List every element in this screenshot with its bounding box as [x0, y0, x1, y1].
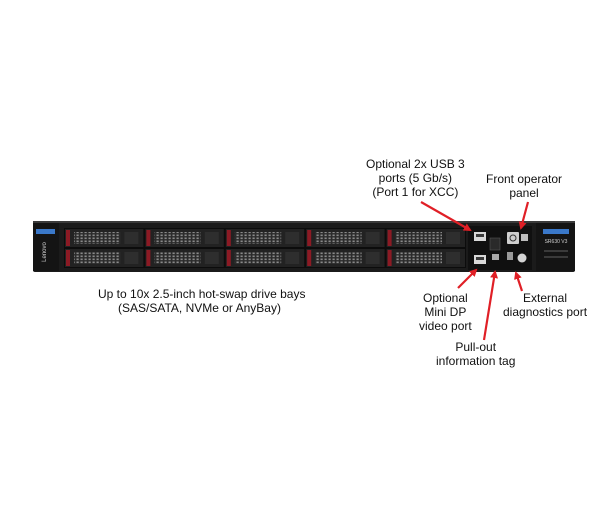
label-tag-line-2: information tag	[436, 354, 516, 368]
drive-bay-9	[386, 229, 465, 247]
label-information-tag: Pull-out information tag	[436, 340, 515, 368]
arrow-info-tag	[482, 270, 498, 341]
diagnostics-port	[507, 252, 513, 260]
drive-bay-latch	[307, 250, 312, 266]
model-badge: SR630 V3	[545, 239, 568, 245]
right-rack-ear: SR630 V3	[536, 223, 575, 271]
brand-logo: Lenovo	[42, 241, 48, 261]
drive-bay-6	[225, 249, 305, 267]
left-ear-blue-tab	[36, 229, 55, 234]
drive-bay-8	[306, 249, 385, 267]
drive-bay-latch	[146, 230, 151, 246]
id-button-icon	[521, 234, 528, 241]
front-io-panel	[468, 226, 532, 270]
label-dp-line-1: Optional	[423, 291, 468, 305]
drive-bay-vent	[234, 232, 282, 244]
drive-bay-latch	[387, 250, 392, 266]
drive-bay-5	[225, 229, 305, 247]
label-usb-line-1: Optional 2x USB 3	[366, 157, 465, 171]
label-diag-line-1: External	[523, 291, 568, 305]
power-button-icon	[507, 232, 519, 244]
drive-bay-3	[145, 229, 224, 247]
arrow-diagnostics	[514, 271, 524, 292]
label-drive-bays: Up to 10x 2.5-inch hot-swap drive bays (…	[98, 287, 305, 315]
drive-bay-vent	[315, 252, 362, 264]
mini-dp-port	[492, 254, 499, 260]
drive-bay-latch	[66, 250, 70, 266]
label-usb-line-2: ports (5 Gb/s)	[378, 171, 453, 185]
drive-bay-latch	[226, 250, 231, 266]
drive-bay-vent	[395, 232, 442, 244]
drive-bay-1	[65, 229, 144, 247]
label-dp-line-2: Mini DP	[424, 305, 467, 319]
label-dp-line-3: video port	[419, 319, 472, 333]
label-diagnostics-port: External diagnostics port	[503, 291, 587, 319]
drive-bay-vent	[74, 252, 121, 264]
drive-bay-latch	[307, 230, 312, 246]
drive-bay-cage	[64, 228, 466, 268]
callout-arrows	[420, 201, 530, 341]
left-rack-ear: Lenovo	[33, 223, 59, 271]
drive-bay-10	[386, 249, 465, 267]
drive-bay-latch	[387, 230, 392, 246]
label-bays-line-1: Up to 10x 2.5-inch hot-swap drive bays	[98, 287, 306, 301]
drive-bay-vent	[315, 232, 362, 244]
label-mini-dp: Optional Mini DP video port	[419, 291, 472, 333]
label-tag-line-1: Pull-out	[455, 340, 497, 354]
diagnostics-connector-icon	[517, 253, 527, 263]
drive-bay-vent	[154, 252, 201, 264]
label-usb-line-3: (Port 1 for XCC)	[372, 185, 459, 199]
label-fop-line-1: Front operator	[486, 172, 563, 186]
label-fop-line-2: panel	[509, 186, 539, 200]
label-front-operator-panel: Front operator panel	[486, 172, 562, 200]
drive-bay-latch	[226, 230, 231, 246]
information-tag	[489, 237, 501, 251]
arrow-mini-dp	[457, 268, 478, 289]
drive-bay-vent	[154, 232, 201, 244]
drive-bay-vent	[234, 252, 282, 264]
right-ear-blue-tab	[543, 229, 569, 234]
drive-bay-7	[306, 229, 385, 247]
arrow-usb	[420, 201, 472, 231]
drive-bay-vent	[395, 252, 442, 264]
drive-bay-2	[65, 249, 144, 267]
drive-bay-vent	[74, 232, 121, 244]
label-diag-line-2: diagnostics port	[503, 305, 588, 319]
drive-bay-latch	[146, 250, 151, 266]
drive-bay-4	[145, 249, 224, 267]
arrow-operator-panel	[518, 201, 530, 230]
label-usb-ports: Optional 2x USB 3 ports (5 Gb/s) (Port 1…	[366, 157, 465, 199]
drive-bay-latch	[66, 230, 70, 246]
label-bays-line-2: (SAS/SATA, NVMe or AnyBay)	[118, 301, 281, 315]
